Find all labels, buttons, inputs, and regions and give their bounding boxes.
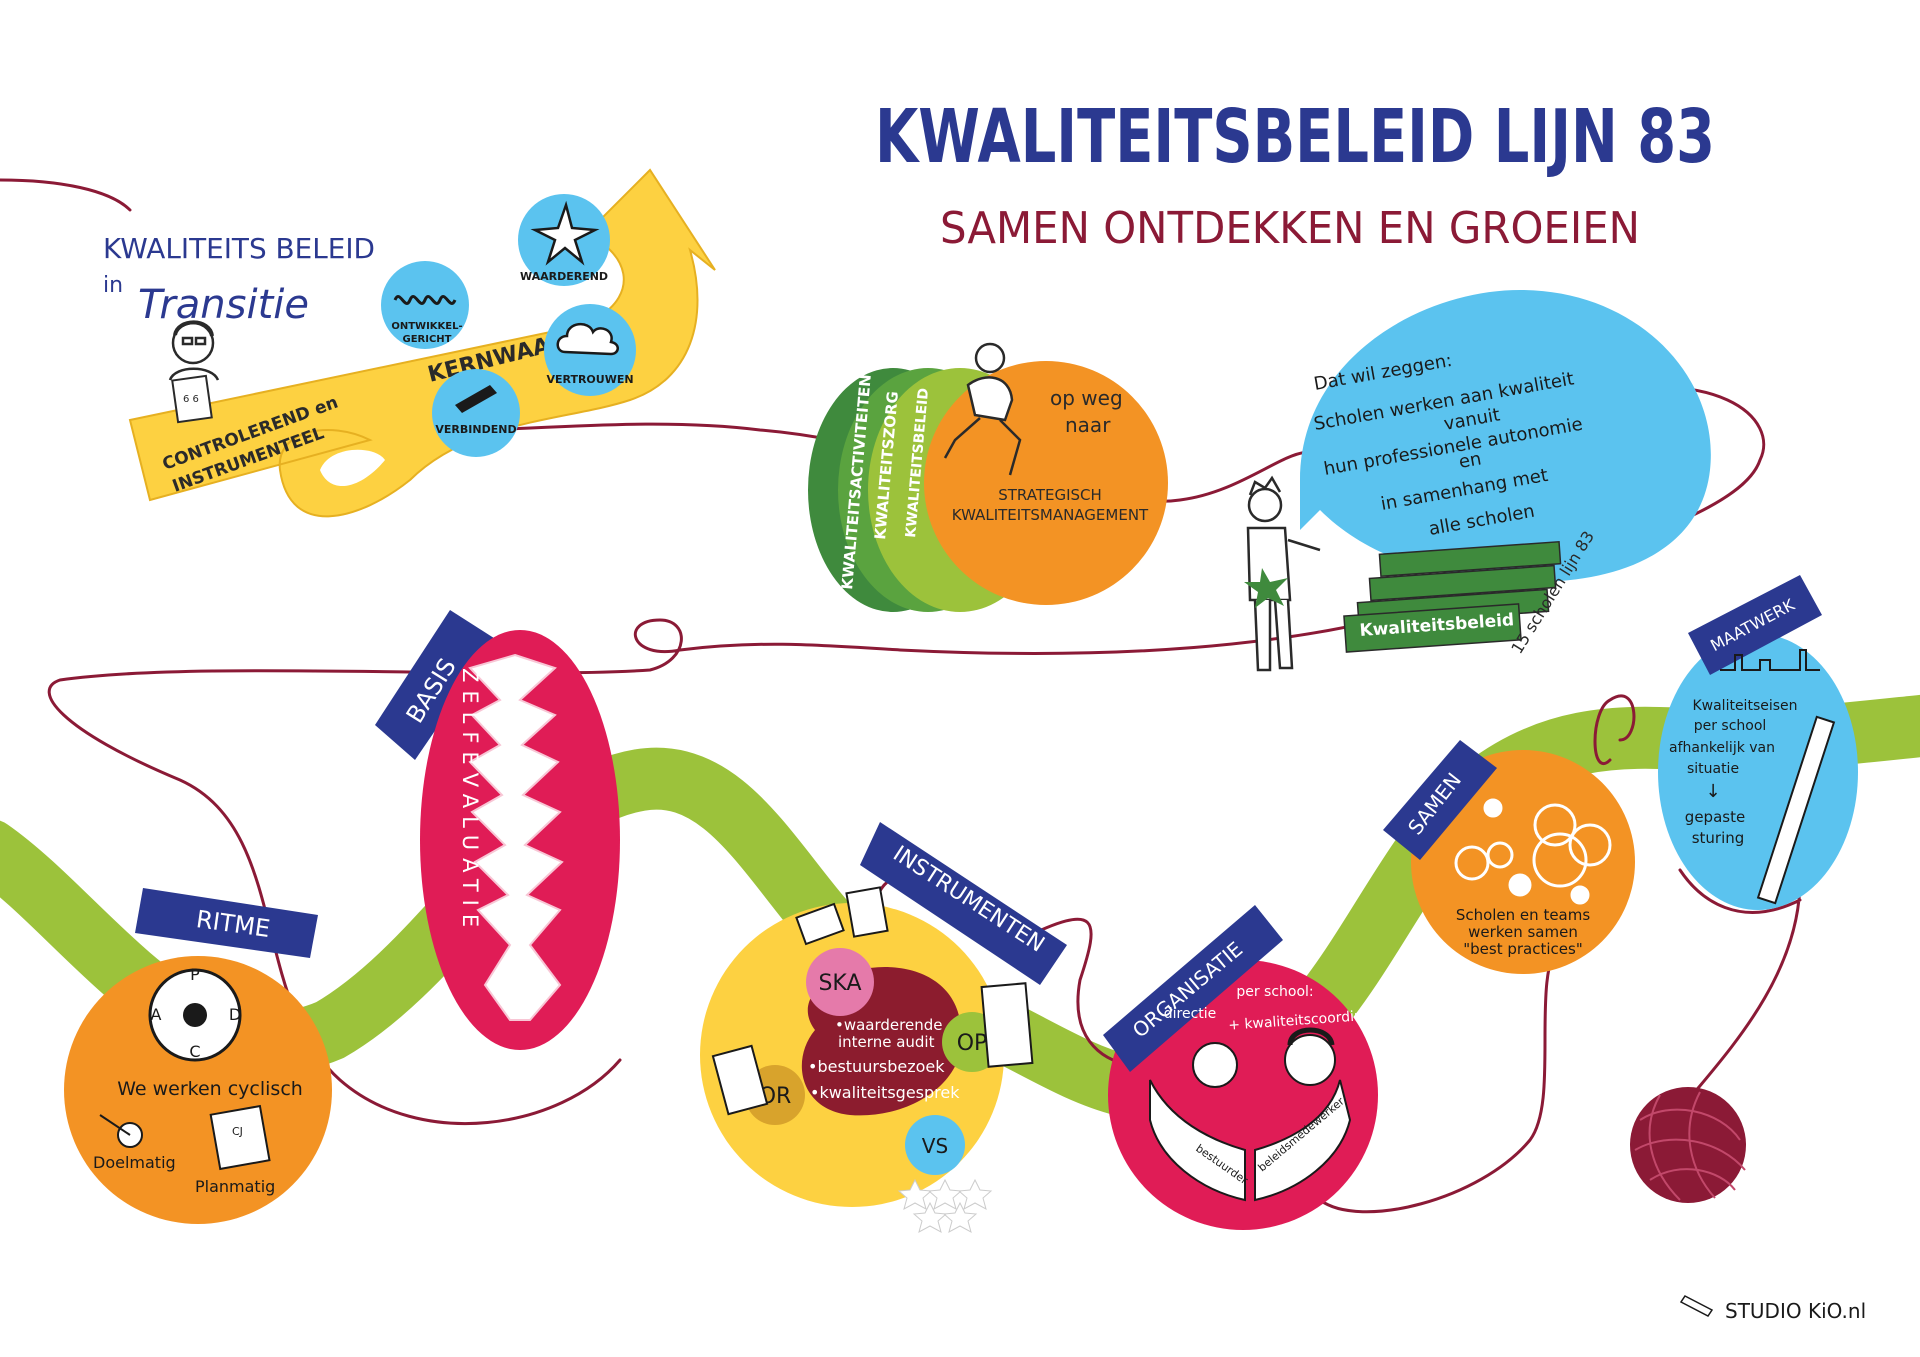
- op-label: OP: [957, 1031, 988, 1056]
- svg-text:GERICHT: GERICHT: [403, 334, 452, 345]
- instrumenten-ribbon: [860, 822, 1067, 985]
- transition-word: Transitie: [138, 282, 309, 328]
- ska-label: SKA: [818, 971, 861, 996]
- svg-text:P: P: [190, 965, 200, 984]
- maatwerk-ribbon: [1688, 575, 1822, 675]
- value-vertrouwen: VERTROUWEN: [544, 304, 636, 396]
- strategic-title-2: KWALITEITSMANAGEMENT: [952, 506, 1149, 524]
- documents-icon: [711, 886, 1034, 1116]
- instrument-item-3: •bestuursbezoek: [808, 1057, 945, 1076]
- section-basis: BASIS ZELFEVALUATIE: [375, 610, 620, 1050]
- svg-text:C: C: [189, 1042, 200, 1061]
- organisatie-line-1: per school:: [1236, 984, 1313, 1000]
- ska-bubble: [806, 948, 874, 1016]
- faces-icon: [1192, 1027, 1336, 1088]
- vs-label: VS: [922, 1134, 948, 1158]
- speech-bubble: Dat wil zeggen: Scholen werken aan kwali…: [1300, 290, 1711, 582]
- planmatig-label: Planmatig: [195, 1177, 275, 1196]
- pencil-icon: [1679, 1295, 1714, 1317]
- spine-icon: [468, 653, 564, 1021]
- strategic-title-1: STRATEGISCH: [998, 486, 1102, 504]
- main-title: KWALITEITSBELEID LIJN 83: [875, 94, 1715, 180]
- speech-line-5: en: [1457, 448, 1483, 473]
- svg-text:D: D: [229, 1005, 241, 1024]
- vs-bubble: [905, 1115, 965, 1175]
- svg-text:WAARDEREND: WAARDEREND: [520, 270, 608, 283]
- maatwerk-line-3: afhankelijk van: [1669, 740, 1775, 756]
- basis-ribbon: [375, 610, 497, 760]
- strategic-stack: KWALITEITSACTIVITEITEN KWALITEITSZORG KW…: [808, 342, 1168, 612]
- squiggle-icon: [393, 295, 457, 305]
- maatwerk-line-4: situatie: [1687, 761, 1739, 777]
- yarn-ball-icon: [1630, 1087, 1746, 1203]
- op-weg-naar-1: op weg: [1050, 386, 1123, 410]
- arrow-loop-hole: [320, 449, 385, 487]
- value-waarderend: WAARDEREND: [518, 194, 610, 286]
- ritme-text: We werken cyclisch: [117, 1078, 303, 1100]
- op-weg-naar-2: naar: [1065, 413, 1111, 437]
- pdca-cycle-icon: P D C A: [148, 965, 242, 1062]
- doelmatig-label: Doelmatig: [93, 1153, 176, 1172]
- instrument-item-2: interne audit: [838, 1033, 935, 1051]
- maatwerk-result-2: sturing: [1692, 829, 1745, 847]
- organisatie-ribbon: [1103, 905, 1283, 1072]
- banner-stack: Kwaliteitsbeleid: [1343, 540, 1562, 653]
- runner-icon: [943, 342, 1022, 476]
- zelfevaluatie-label: ZELFEVALUATIE: [458, 668, 482, 935]
- section-organisatie: ORGANISATIE per school: directie + kwali…: [1103, 905, 1392, 1230]
- calendar-icon: CJ: [209, 1104, 271, 1171]
- hands-icon: [1149, 1079, 1352, 1202]
- svg-text:VERTROUWEN: VERTROUWEN: [546, 373, 633, 386]
- maatwerk-line-1: Kwaliteitseisen: [1692, 698, 1797, 714]
- instrument-item-4: •kwaliteitsgesprek: [810, 1083, 960, 1102]
- standing-man-icon: [1246, 475, 1321, 672]
- samen-line-2: werken samen: [1468, 923, 1578, 941]
- ruler-icon: [1756, 715, 1836, 905]
- svg-text:VERBINDEND: VERBINDEND: [435, 423, 516, 436]
- samen-line-3: "best practices": [1463, 940, 1582, 958]
- value-ontwikkelgericht: ONTWIKKEL- GERICHT: [381, 261, 469, 349]
- svg-text:ONTWIKKEL-: ONTWIKKEL-: [391, 321, 462, 332]
- value-verbindend: VERBINDEND: [432, 369, 520, 457]
- section-maatwerk: MAATWERK Kwaliteitseisen per school afha…: [1658, 575, 1858, 910]
- instrument-item-1: •waarderende: [835, 1016, 942, 1034]
- credit-label: STUDIO KiO.nl: [1725, 1299, 1866, 1323]
- svg-text:CJ: CJ: [232, 1125, 243, 1138]
- credit: STUDIO KiO.nl: [1679, 1295, 1866, 1323]
- rating-stars-icon: [897, 1178, 993, 1234]
- samen-line-1: Scholen en teams: [1456, 906, 1591, 924]
- marker-icon: [455, 385, 497, 413]
- svg-text:A: A: [151, 1005, 162, 1024]
- svg-text:6 6: 6 6: [183, 394, 199, 405]
- transition-heading: KWALITEITS BELEID: [103, 232, 375, 265]
- subtitle: SAMEN ONTDEKKEN EN GROEIEN: [940, 203, 1640, 254]
- transition-in: in: [103, 273, 123, 298]
- section-instrumenten: INSTRUMENTEN SKA OP OR VS •waarderende i…: [700, 822, 1067, 1234]
- maatwerk-result-1: gepaste: [1685, 808, 1745, 826]
- ritme-ribbon: [135, 888, 318, 958]
- maatwerk-line-2: per school: [1694, 718, 1767, 734]
- samen-ribbon: [1383, 740, 1497, 860]
- green-star-icon: [1244, 568, 1288, 608]
- target-icon: [99, 1114, 143, 1148]
- organisatie-line-2: directie: [1164, 1006, 1217, 1022]
- section-samen: SAMEN Scholen en teams werken samen "bes…: [1383, 740, 1635, 974]
- bubbles-icon: [1454, 798, 1612, 905]
- transition-arrow: [128, 168, 716, 518]
- star-icon: [530, 200, 600, 266]
- document-icon: 6 6: [171, 374, 213, 424]
- skyline-icon: [1720, 649, 1820, 671]
- section-ritme: RITME P D C A We werken cyclisch Doelmat…: [64, 888, 332, 1224]
- person-icon: [168, 320, 220, 381]
- cloud-icon: [556, 323, 619, 356]
- maatwerk-arrow: ↓: [1705, 781, 1720, 802]
